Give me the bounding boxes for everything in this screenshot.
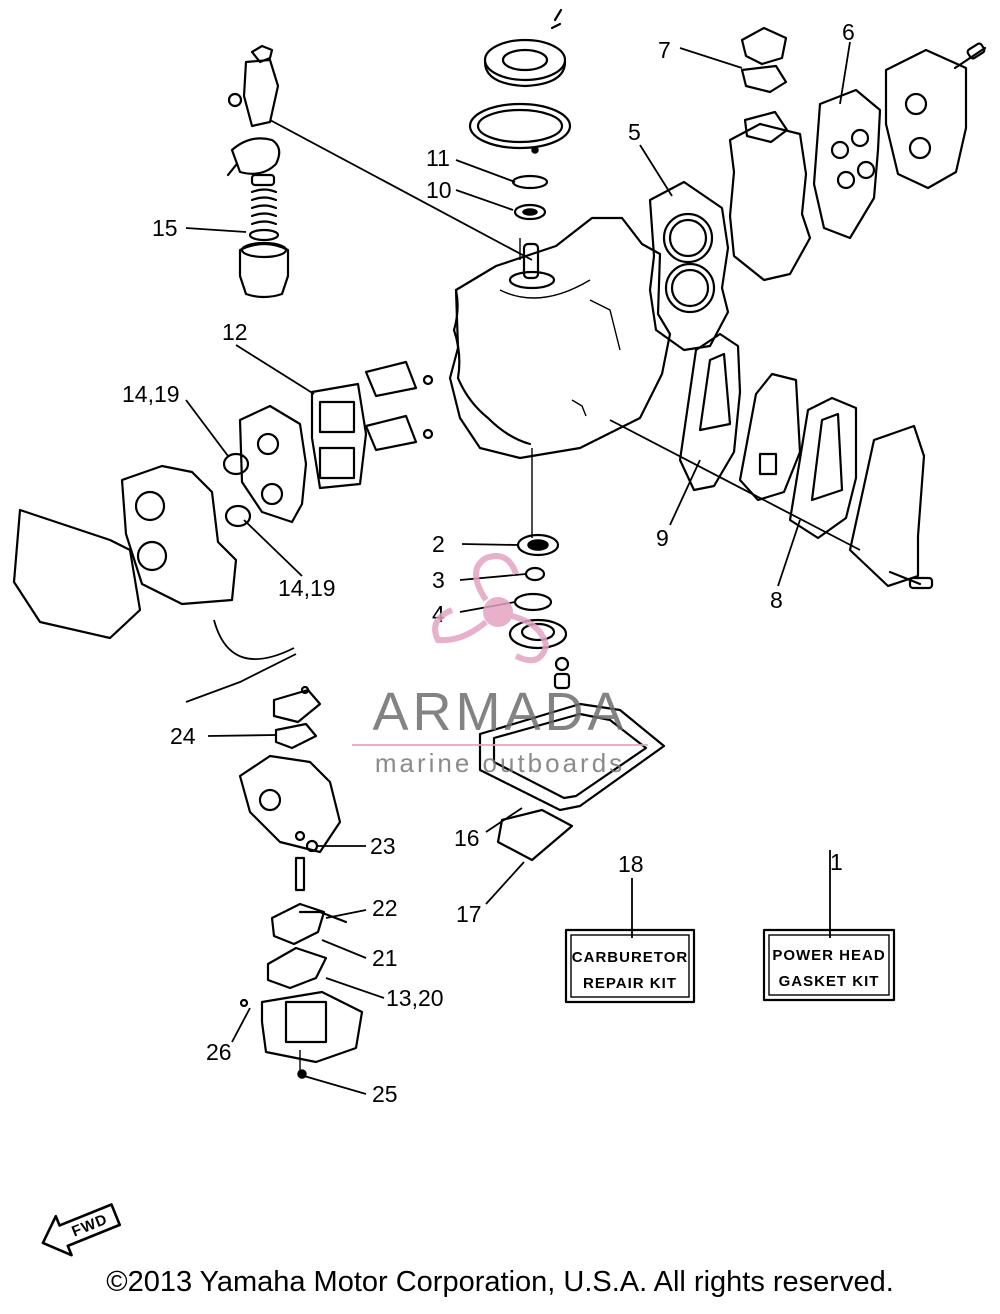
- base-gaskets: [478, 702, 666, 862]
- fuel-pump-assembly: [226, 44, 290, 299]
- callout-3: 3: [432, 567, 445, 593]
- callout-18: 18: [618, 851, 644, 877]
- callout-labels: 1 2 3 4 5 6 7 8 9 10 11 12 13,20 14,19 1…: [122, 19, 855, 1107]
- cylinder-block: [448, 216, 672, 460]
- exhaust-cover-parts: [678, 332, 934, 590]
- callout-13-20: 13,20: [386, 985, 444, 1011]
- callout-11: 11: [426, 145, 450, 171]
- callout-2: 2: [432, 531, 445, 557]
- carburetor-kit-line2: REPAIR KIT: [583, 975, 677, 992]
- callout-16: 16: [454, 825, 480, 851]
- callout-25: 25: [372, 1081, 398, 1107]
- carburetor-assembly: [238, 685, 364, 1079]
- callout-7: 7: [658, 37, 671, 63]
- fwd-arrow: FWD: [41, 1203, 122, 1257]
- callout-6: 6: [842, 19, 855, 45]
- callout-1: 1: [830, 849, 843, 875]
- callout-10: 10: [426, 177, 452, 203]
- armada-logo-icon: [432, 553, 550, 664]
- callout-15: 15: [152, 215, 178, 241]
- intake-reed-parts: [12, 360, 434, 640]
- armada-watermark: ARMADA marine outboards: [352, 553, 648, 778]
- watermark-brand: ARMADA: [372, 682, 627, 742]
- callout-22: 22: [372, 895, 398, 921]
- cylinder-head-parts: [648, 26, 987, 352]
- lower-crank-seals: [508, 448, 571, 690]
- powerhead-kit-line2: GASKET KIT: [779, 973, 880, 990]
- callout-9: 9: [656, 525, 669, 551]
- callout-5: 5: [628, 119, 641, 145]
- callout-14-19-top: 14,19: [122, 381, 180, 407]
- carburetor-kit-box: CARBURETOR REPAIR KIT: [564, 928, 696, 1004]
- callout-14-19-bottom: 14,19: [278, 575, 336, 601]
- callout-17: 17: [456, 901, 482, 927]
- callout-24: 24: [170, 723, 196, 749]
- watermark-tagline: marine outboards: [375, 748, 625, 778]
- crankshaft-top-parts: [468, 8, 572, 221]
- callout-21: 21: [372, 945, 398, 971]
- powerhead-kit-line1: POWER HEAD: [772, 947, 885, 964]
- leader-lines: [185, 41, 861, 1095]
- callout-8: 8: [770, 587, 783, 613]
- copyright-notice: ©2013 Yamaha Motor Corporation, U.S.A. A…: [106, 1266, 894, 1298]
- carburetor-kit-line1: CARBURETOR: [572, 949, 688, 966]
- callout-23: 23: [370, 833, 396, 859]
- callout-26: 26: [206, 1039, 232, 1065]
- powerhead-kit-box: POWER HEAD GASKET KIT: [762, 928, 896, 1002]
- callout-12: 12: [222, 319, 248, 345]
